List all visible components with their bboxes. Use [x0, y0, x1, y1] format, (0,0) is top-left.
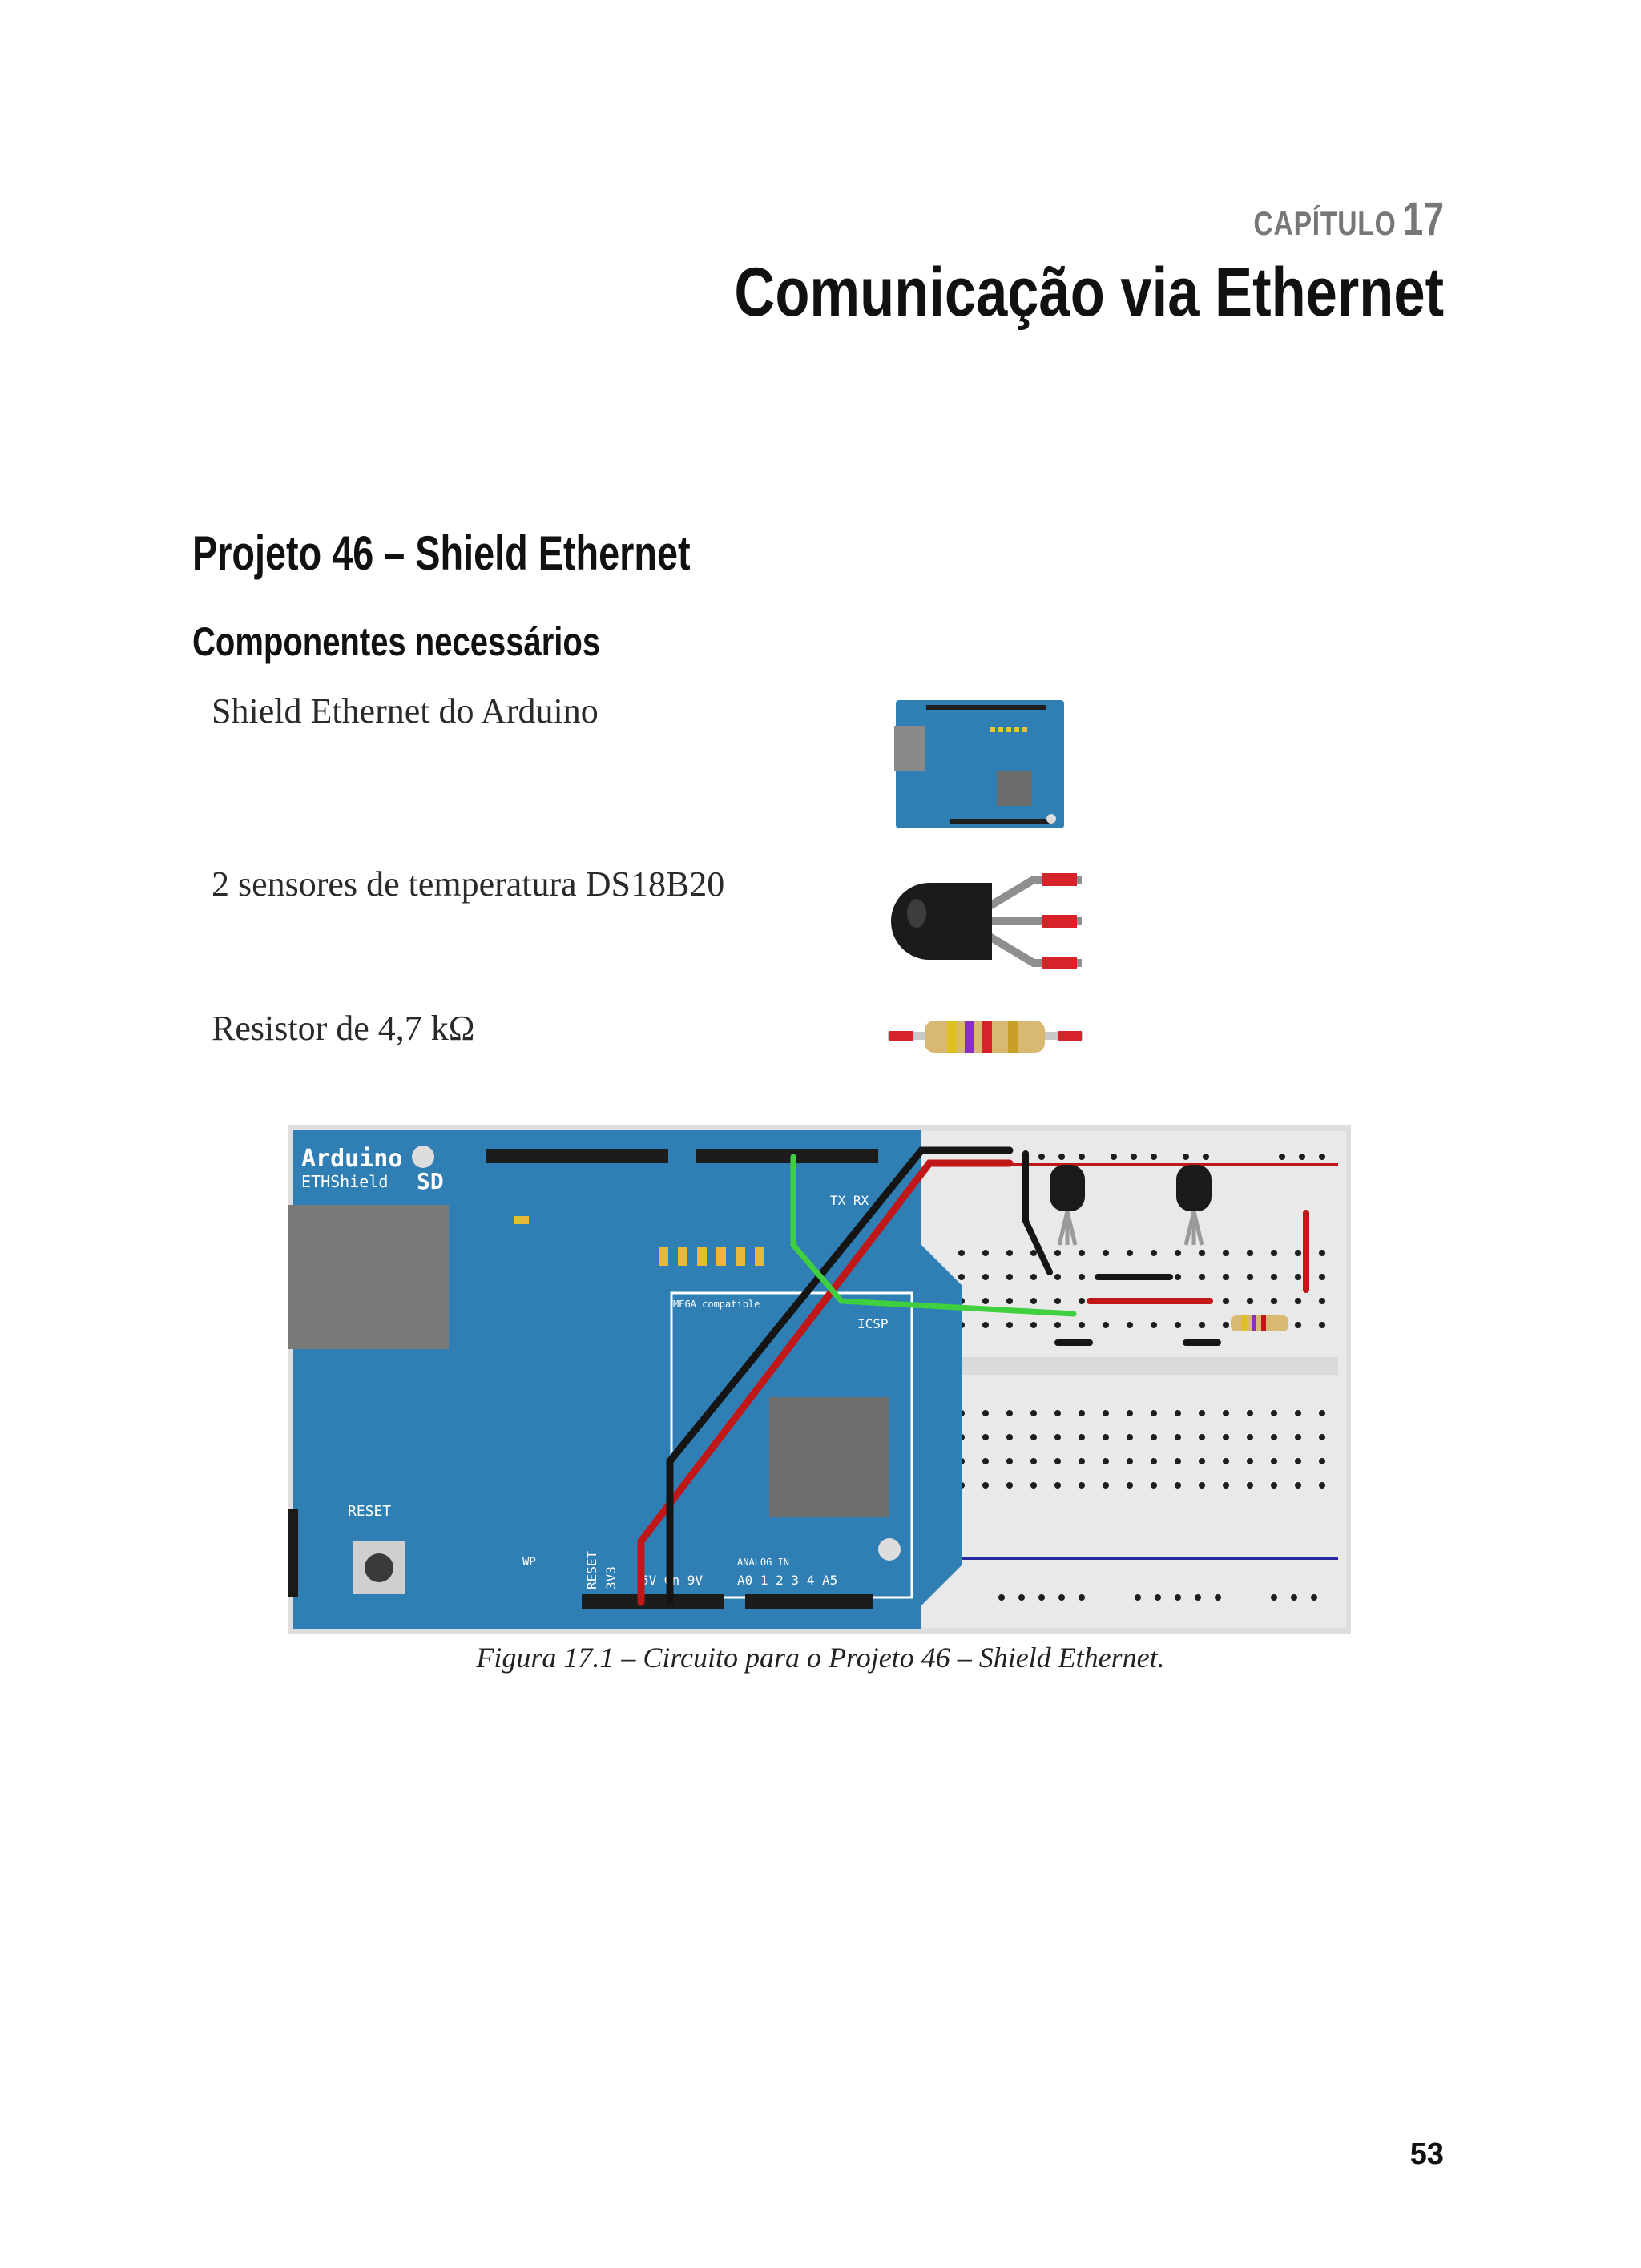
- wire-data-green: [790, 1154, 1077, 1317]
- board-model-label: ETHShield: [301, 1172, 388, 1191]
- board-reset-pin-label: RESET: [584, 1550, 599, 1589]
- analog-header: [745, 1594, 873, 1609]
- board-reset-label: RESET: [348, 1503, 391, 1520]
- board-3v3-label: 3V3: [603, 1566, 619, 1589]
- board-wp-label: WP: [522, 1556, 536, 1569]
- chapter-number: 17: [1402, 193, 1444, 245]
- arduino-ethernet-shield: Arduino ETHShield SD RESET ICSP TX RX ME…: [288, 1130, 962, 1629]
- board-analog-label: ANALOG IN: [737, 1557, 789, 1568]
- board-analog-pins-label: A0 1 2 3 4 A5: [737, 1573, 837, 1588]
- figure-caption: Figura 17.1 – Circuito para o Projeto 46…: [476, 1642, 1165, 1674]
- board-mega-label: MEGA compatible: [673, 1299, 760, 1310]
- resistor-image: [888, 1021, 1083, 1053]
- wire-5v-red: [637, 1159, 1014, 1606]
- project-title: Projeto 46 – Shield Ethernet: [192, 526, 691, 580]
- board-sd-label: SD: [417, 1168, 444, 1194]
- temperature-sensor-image: [891, 873, 1082, 969]
- chapter-title: Comunicação via Ethernet: [734, 254, 1444, 331]
- circuit-figure: Arduino ETHShield SD RESET ICSP TX RX ME…: [288, 1125, 1351, 1634]
- board-icsp-label: ICSP: [857, 1316, 889, 1331]
- digital-header-right: [696, 1149, 878, 1163]
- breadboard-resistor: [1231, 1315, 1288, 1331]
- wire-gnd-jumper: [1022, 1150, 1053, 1275]
- page-number: 53: [1409, 2137, 1444, 2171]
- power-header: [582, 1594, 724, 1609]
- component-temperature-sensor-label: 2 sensores de temperatura DS18B20: [212, 864, 725, 904]
- board-txrx-label: TX RX: [830, 1193, 869, 1208]
- wire-gnd-black: [666, 1146, 1014, 1606]
- digital-header-left: [486, 1149, 668, 1163]
- sensor-2: [1176, 1165, 1212, 1246]
- sensor-1: [1050, 1165, 1085, 1246]
- board-brand-label: Arduino: [301, 1145, 402, 1173]
- breadboard: [921, 1131, 1346, 1628]
- component-ethernet-shield-label: Shield Ethernet do Arduino: [212, 691, 599, 731]
- ethernet-jack: [288, 1205, 449, 1349]
- wiznet-chip: [769, 1397, 889, 1517]
- chapter-word: CAPÍTULO: [1253, 204, 1397, 242]
- components-heading: Componentes necessários: [192, 619, 601, 664]
- ethernet-shield-image: [894, 700, 1064, 828]
- component-resistor-label: Resistor de 4,7 kΩ: [212, 1009, 475, 1048]
